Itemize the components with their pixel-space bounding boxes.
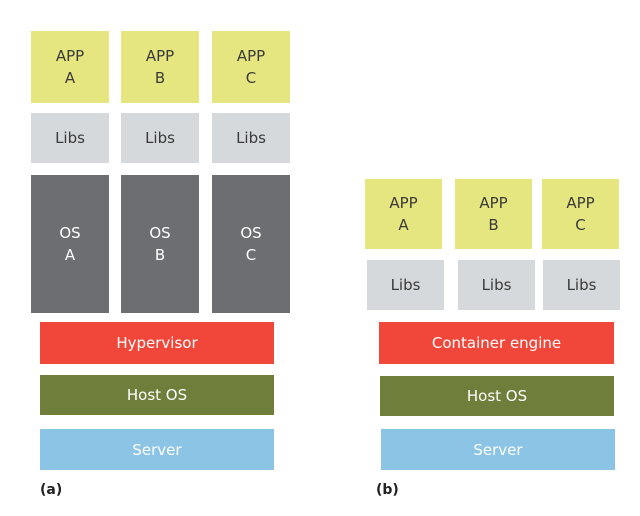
panel-a-host-os: Host OS — [40, 375, 274, 415]
panel-a-libs-a: Libs — [31, 113, 109, 163]
panel-a-app-b-label: APP B — [145, 47, 175, 87]
panel-a-libs-b: Libs — [121, 113, 199, 163]
panel-b-container-engine-label: Container engine — [431, 334, 562, 352]
panel-b-libs-b-label: Libs — [481, 276, 512, 294]
panel-a-app-a-label: APP A — [55, 47, 85, 87]
panel-a-libs-c-label: Libs — [236, 129, 266, 147]
panel-b-libs-c: Libs — [543, 260, 620, 310]
panel-a-app-c-label: APP C — [236, 47, 266, 87]
panel-a-server-label: Server — [132, 440, 182, 459]
panel-b-libs-c-label: Libs — [566, 276, 597, 294]
panel-b-host-os: Host OS — [380, 376, 614, 416]
panel-a-hypervisor: Hypervisor — [40, 322, 274, 364]
panel-a-libs-c: Libs — [212, 113, 290, 163]
panel-b-app-b-label: APP B — [479, 194, 508, 234]
panel-b-server-label: Server — [473, 440, 523, 459]
panel-a-libs-b-label: Libs — [145, 129, 175, 147]
panel-b-container-engine: Container engine — [379, 322, 614, 364]
panel-a-app-b: APP B — [121, 31, 199, 103]
panel-a-os-a: OS A — [31, 175, 109, 313]
panel-a-server: Server — [40, 429, 274, 470]
panel-b-caption: (b) — [376, 482, 399, 498]
panel-b-app-a: APP A — [365, 179, 442, 249]
panel-a-app-a: APP A — [31, 31, 109, 103]
panel-a-os-a-label: OS A — [59, 224, 81, 264]
panel-a-hypervisor-label: Hypervisor — [116, 334, 198, 352]
panel-b-app-a-label: APP A — [389, 194, 418, 234]
panel-a-os-b: OS B — [121, 175, 199, 313]
panel-a-libs-a-label: Libs — [55, 129, 85, 147]
panel-a-os-b-label: OS B — [149, 224, 171, 264]
panel-b-libs-a: Libs — [367, 260, 444, 310]
panel-a-app-c: APP C — [212, 31, 290, 103]
panel-b-libs-b: Libs — [458, 260, 535, 310]
panel-a-caption: (a) — [40, 482, 63, 498]
panel-b-app-b: APP B — [455, 179, 532, 249]
panel-a-host-os-label: Host OS — [126, 386, 188, 404]
panel-a-os-c-label: OS C — [240, 224, 262, 264]
panel-b-app-c: APP C — [542, 179, 619, 249]
panel-b-libs-a-label: Libs — [390, 276, 421, 294]
panel-b-app-c-label: APP C — [566, 194, 595, 234]
panel-b-host-os-label: Host OS — [466, 387, 528, 405]
panel-b-server: Server — [381, 429, 615, 470]
panel-a-os-c: OS C — [212, 175, 290, 313]
